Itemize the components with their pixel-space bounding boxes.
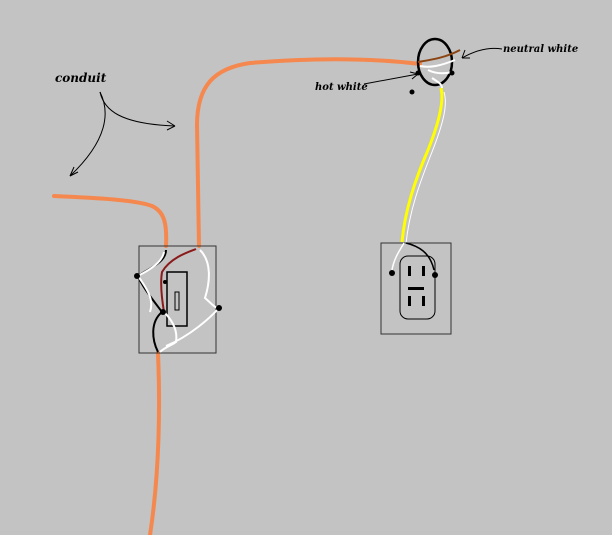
outlet-mid-bar	[408, 287, 424, 290]
red-wire-switch	[160, 248, 197, 313]
outlet-face	[399, 255, 436, 320]
neutral-wire-switch-lower	[159, 311, 178, 353]
yellow-wire	[400, 87, 444, 243]
conduit-callout-curve-2	[99, 91, 176, 127]
neutral-wire-switch-left	[136, 251, 165, 313]
yellow-wire-shadow	[405, 91, 446, 245]
junction-terminal-bottom	[409, 89, 415, 95]
switch-terminal-right	[216, 305, 222, 311]
conduit-callout-curve	[69, 91, 106, 177]
junction-terminal-right	[449, 70, 455, 76]
hot-wire-switch-bottom	[152, 311, 163, 353]
switch-toggle-body	[166, 271, 188, 327]
outlet-wire-white	[391, 242, 405, 271]
outlet-box	[380, 242, 452, 335]
outlet-bottom-slot-right	[422, 296, 425, 306]
neutral-white-label: neutral white	[503, 44, 578, 55]
neutral-wire-switch-right	[165, 249, 222, 347]
conduit-left-run	[52, 194, 169, 248]
outlet-top-slot-left	[408, 266, 411, 276]
white-wire-junction-2	[427, 69, 453, 75]
conduit-label: conduit	[55, 71, 107, 85]
outlet-bottom-slot-left	[408, 296, 411, 306]
outlet-terminal-left	[389, 270, 395, 276]
switch-box	[138, 245, 217, 354]
white-wire-junction	[419, 59, 456, 68]
conduit-top-run	[194, 57, 422, 248]
brown-wire-junction	[417, 49, 461, 63]
outlet-terminal-right	[432, 272, 438, 278]
hot-white-label: hot white	[315, 82, 368, 93]
hot-white-leader	[363, 73, 419, 85]
conduit-bottom-run	[148, 351, 162, 535]
conduit-arrowhead-right	[166, 120, 176, 131]
outlet-wire-black	[405, 242, 435, 271]
white-wire-junction-3	[431, 77, 443, 89]
outlet-top-slot-right	[422, 266, 425, 276]
hot-white-arrowhead	[409, 71, 419, 80]
conduit-arrowhead-down	[69, 166, 79, 177]
switch-terminal-left	[134, 273, 140, 279]
neutral-white-arrowhead	[461, 49, 470, 59]
switch-terminal-common	[160, 309, 166, 315]
neutral-white-leader	[461, 47, 503, 59]
switch-ground-dot	[163, 280, 167, 284]
switch-toggle-slot	[174, 291, 180, 311]
